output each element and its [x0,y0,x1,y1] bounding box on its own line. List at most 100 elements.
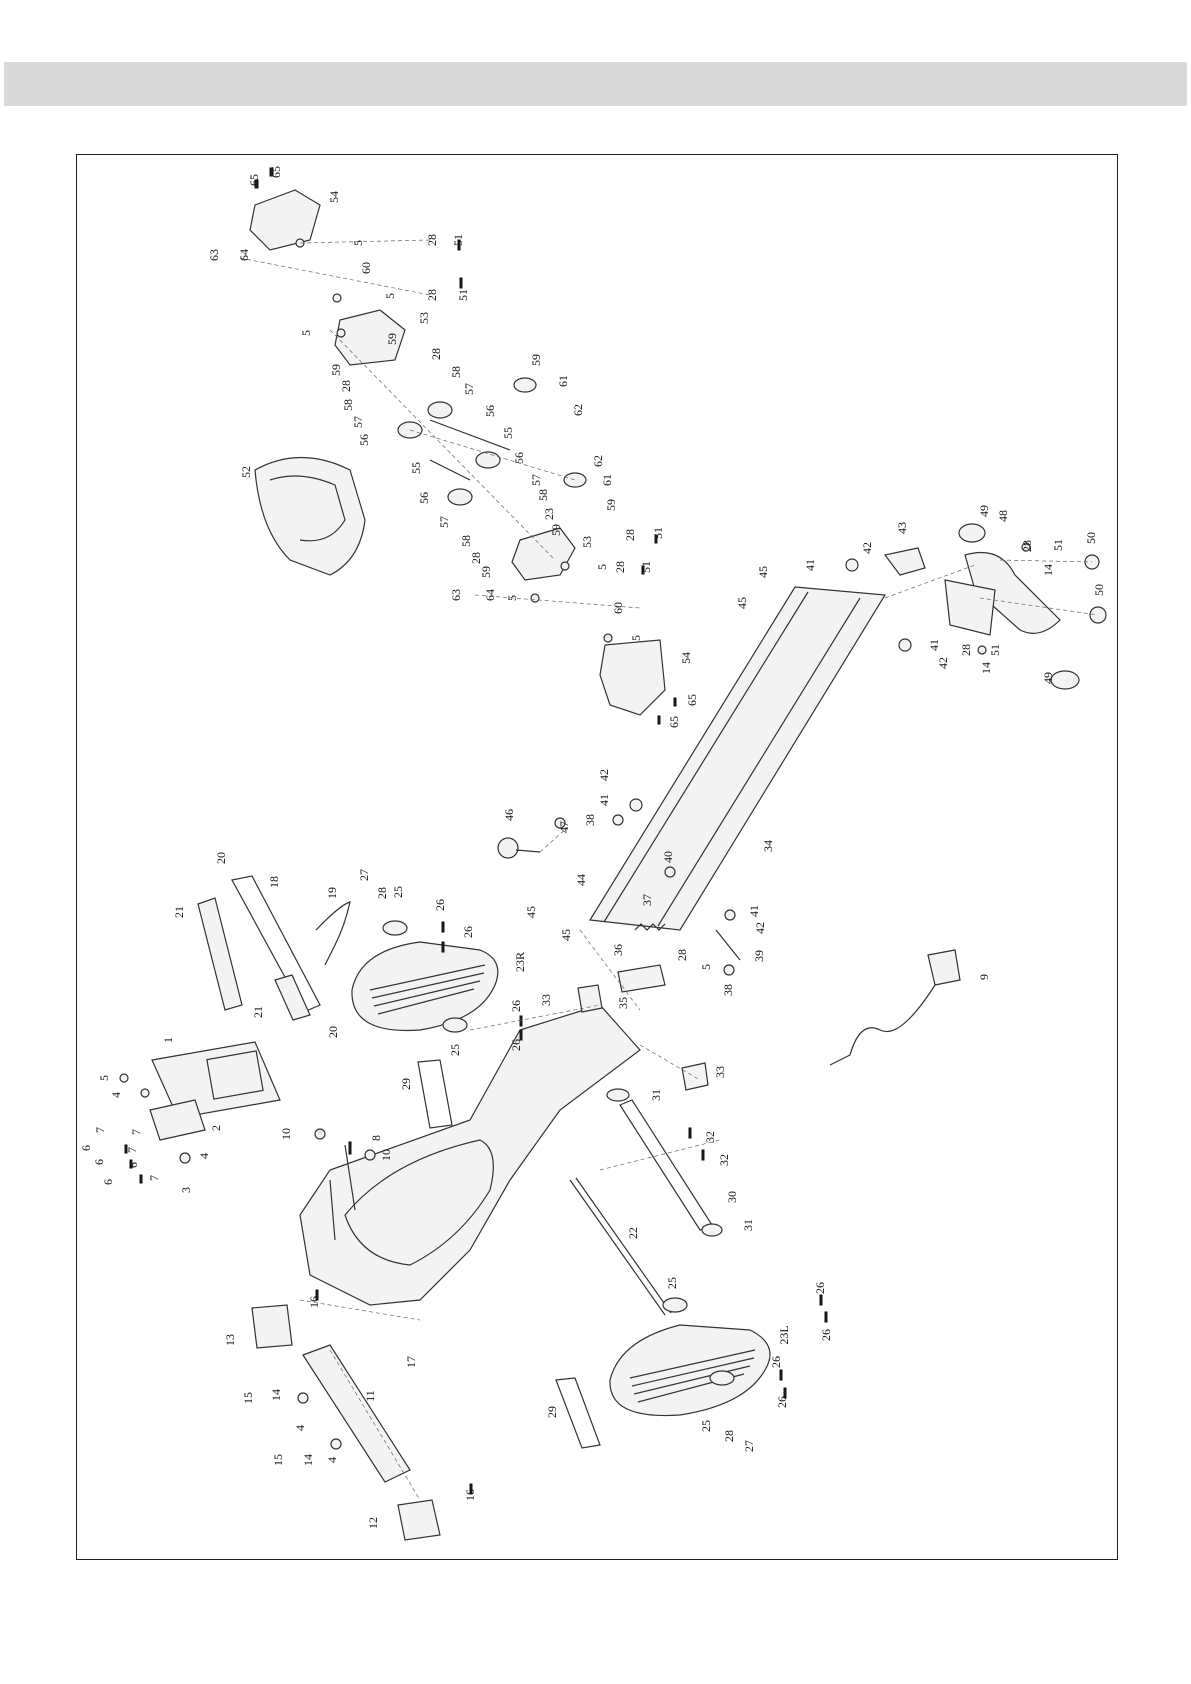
callout-60: 60 [611,602,625,614]
callout-42: 42 [860,542,874,554]
callout-13: 13 [223,1334,237,1346]
callout-33: 33 [713,1066,727,1078]
callout-65: 65 [269,166,283,178]
callout-25: 25 [665,1277,679,1289]
callout-5: 5 [97,1075,111,1081]
callout-17: 17 [404,1356,418,1368]
callout-28: 28 [1020,540,1034,552]
callout-51: 51 [988,644,1002,656]
callout-21: 21 [251,1006,265,1018]
callout-26: 26 [509,1039,523,1051]
pedal-left [609,1324,771,1417]
callout-28: 28 [675,949,689,961]
callout-48: 48 [996,510,1010,522]
callout-38: 38 [583,814,597,826]
callout-33: 33 [539,994,553,1006]
callout-42: 42 [936,657,950,669]
callout-42: 42 [753,922,767,934]
callout-4: 4 [293,1425,307,1431]
assembly-leader-lines [239,239,1099,1501]
front-stabilizer [302,1344,411,1483]
callout-5: 5 [383,293,397,299]
callout-14: 14 [979,662,993,674]
callout-11: 11 [363,1390,377,1402]
callout-15: 15 [241,1392,255,1404]
callout-6: 6 [101,1179,115,1185]
callout-1: 1 [161,1037,175,1043]
callout-59: 59 [529,354,543,366]
callout-31: 31 [741,1219,755,1231]
callout-65: 65 [685,694,699,706]
callout-35: 35 [616,997,630,1009]
callout-3: 3 [179,1187,193,1193]
axle-upper [429,419,511,451]
callout-28: 28 [623,529,637,541]
callout-14: 14 [269,1389,283,1401]
callout-29: 29 [399,1078,413,1090]
callout-20: 20 [214,852,228,864]
callout-46: 46 [502,809,516,821]
callout-25: 25 [699,1420,713,1432]
part-drawings [119,167,1107,1541]
callout-49: 49 [977,505,991,517]
callout-45: 45 [735,597,749,609]
callout-56: 56 [417,492,431,504]
bracket-lower [511,527,576,581]
callout-45: 45 [756,566,770,578]
callout-59: 59 [604,499,618,511]
callout-5: 5 [629,635,643,641]
callout-25: 25 [391,886,405,898]
callout-57: 57 [462,383,476,395]
callout-2: 2 [209,1125,223,1131]
diagram-frame [76,154,1118,1560]
callout-7: 7 [129,1129,143,1135]
callout-22: 22 [626,1227,640,1239]
handlebar-bracket [315,901,351,966]
callout-28: 28 [375,887,389,899]
callout-59: 59 [329,364,343,376]
console [151,1041,281,1119]
callout-51: 51 [639,561,653,573]
callout-15: 15 [271,1454,285,1466]
rear-stabilizer [964,551,1061,634]
callout-9: 9 [977,974,991,980]
callout-62: 62 [571,404,585,416]
callout-51: 51 [1051,539,1065,551]
callout-39: 39 [752,950,766,962]
handlebar-pipe [231,875,321,1013]
callout-58: 58 [459,535,473,547]
callout-55: 55 [501,427,515,439]
callout-6: 6 [79,1145,93,1151]
callout-19: 19 [325,887,339,899]
callout-8: 8 [369,1135,383,1141]
callout-52: 52 [239,466,253,478]
callout-44: 44 [574,874,588,886]
callout-26: 26 [819,1329,833,1341]
callout-32: 32 [717,1154,731,1166]
callout-5: 5 [299,330,313,336]
callout-59: 59 [549,524,563,536]
callout-23L: 23L [777,1325,791,1344]
seat-cushion [254,457,366,576]
callout-56: 56 [512,452,526,464]
callout-51: 51 [651,527,665,539]
callout-47: 47 [557,821,571,833]
callout-7: 7 [93,1127,107,1133]
callout-49: 49 [1041,672,1055,684]
callout-16: 16 [463,1489,477,1501]
callout-54: 54 [679,652,693,664]
callout-43: 43 [895,522,909,534]
callout-53: 53 [580,536,594,548]
callout-20: 20 [326,1026,340,1038]
callout-57: 57 [351,416,365,428]
callout-65: 65 [247,174,261,186]
callout-59: 59 [479,566,493,578]
callout-56: 56 [357,434,371,446]
main-rail [588,586,887,931]
callout-23: 23 [542,508,556,520]
callout-14: 14 [1041,564,1055,576]
callout-37: 37 [640,894,654,906]
callout-57: 57 [529,474,543,486]
end-cap-lower [599,639,666,716]
